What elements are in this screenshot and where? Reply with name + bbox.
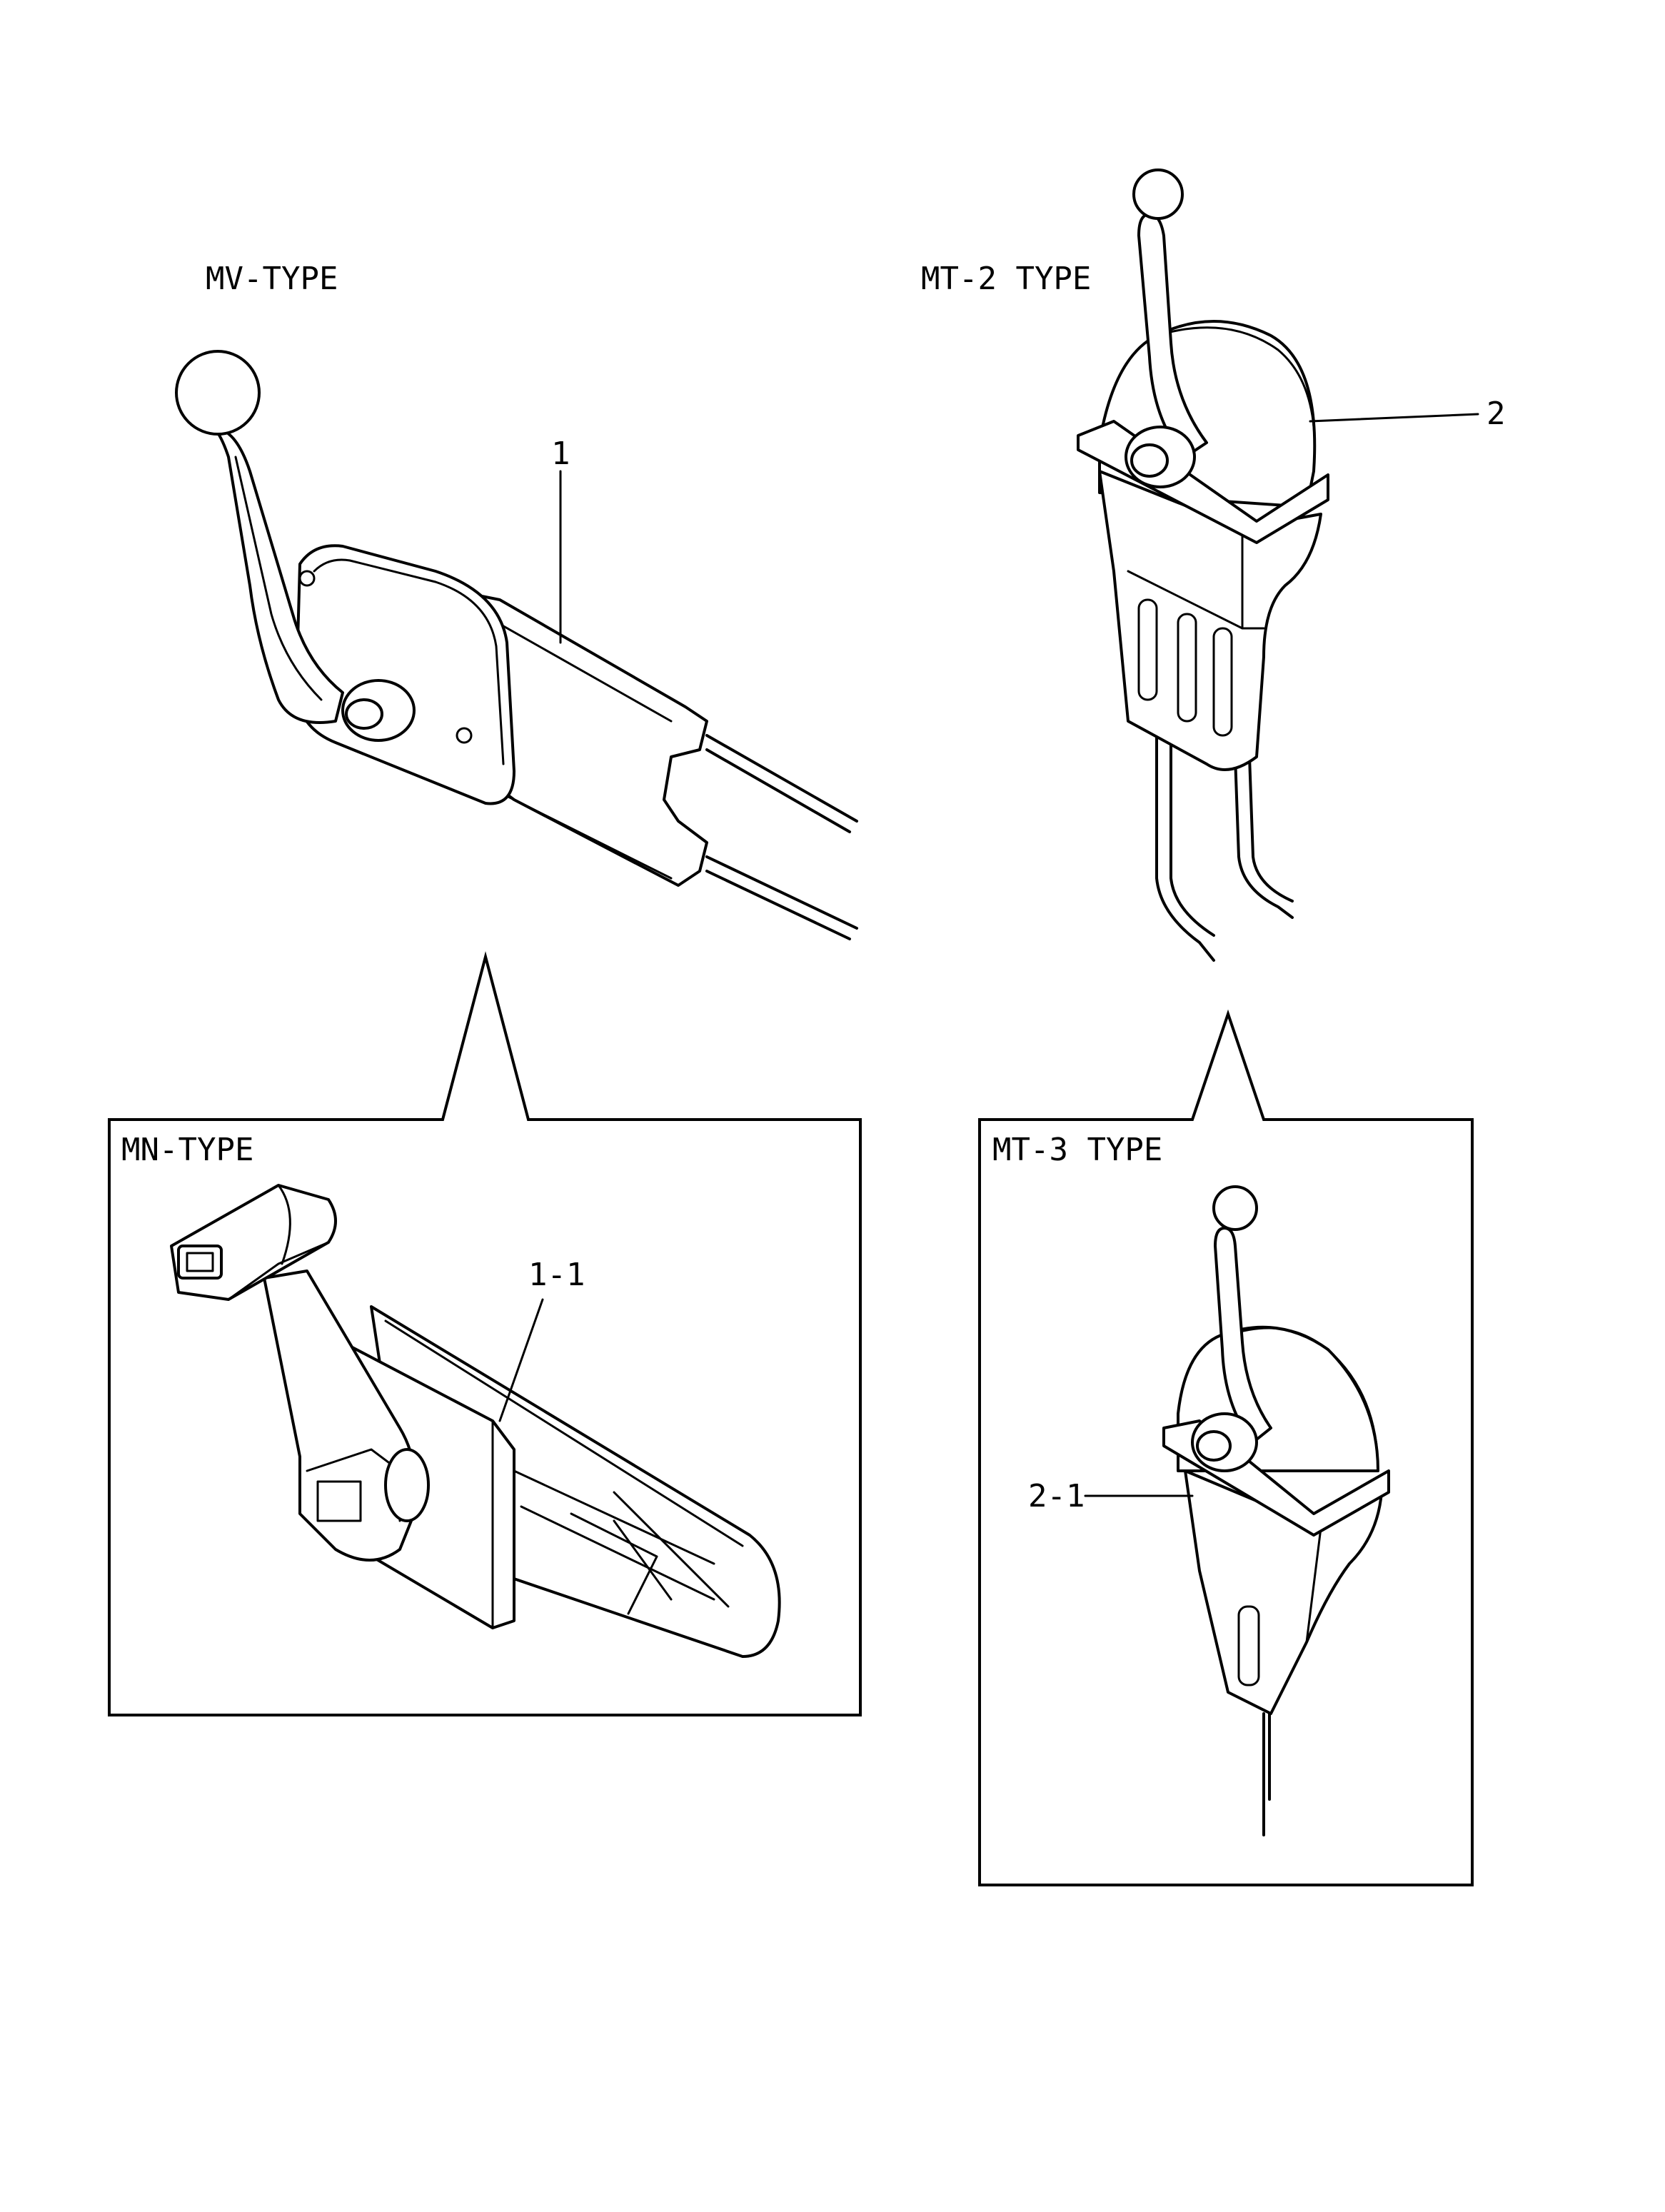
mt3-type-label: MT-3 TYPE — [992, 1132, 1162, 1168]
mv-type-control — [175, 350, 858, 940]
callout-part-2: 2 — [1487, 396, 1506, 432]
mv-face-plate — [295, 544, 515, 805]
mv-knob — [175, 350, 261, 436]
callout-part-1-1: 1-1 — [528, 1257, 585, 1293]
mt3-type-control — [1084, 1185, 1390, 1836]
mt3-body — [1184, 1469, 1383, 1715]
mv-cable-upper — [705, 734, 858, 823]
mv-type-label: MV-TYPE — [206, 261, 338, 297]
mt2-type-control — [1077, 169, 1479, 962]
callout-part-2-1: 2-1 — [1028, 1478, 1085, 1514]
mn-type-box — [108, 951, 862, 1716]
mn-body-plate — [370, 1305, 781, 1658]
mn-type-control — [170, 1184, 781, 1658]
mt2-cable-right — [1234, 755, 1294, 919]
callout-part-1: 1 — [551, 436, 570, 472]
mt3-lever — [1214, 1227, 1272, 1444]
mt3-type-box — [978, 1009, 1474, 1886]
mt2-type-label: MT-2 TYPE — [921, 261, 1091, 297]
mt2-leader-line — [1309, 413, 1479, 423]
mn-type-label: MN-TYPE — [121, 1132, 253, 1168]
mt3-knob — [1212, 1185, 1258, 1231]
mt2-cable-left — [1155, 734, 1215, 962]
mv-cable-lower — [705, 855, 858, 930]
mt2-knob — [1132, 169, 1184, 220]
mn-lever — [263, 1270, 418, 1562]
mn-grip-face — [177, 1245, 223, 1280]
mn-leader-line — [498, 1298, 544, 1422]
mt2-slot-left — [1137, 598, 1158, 701]
mt2-lever — [1137, 213, 1208, 458]
mn-hub — [384, 1448, 430, 1522]
mt3-slot — [1237, 1605, 1260, 1686]
